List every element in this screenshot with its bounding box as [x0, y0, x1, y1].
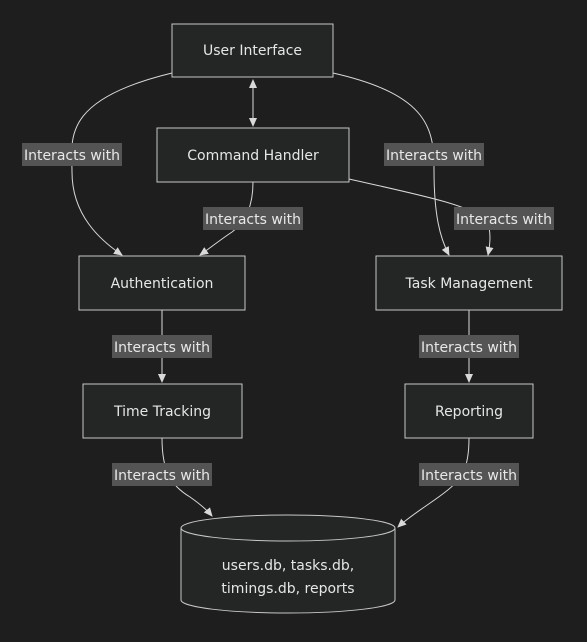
node-task-management: Task Management [375, 255, 563, 311]
svg-text:Interacts with: Interacts with [24, 148, 120, 164]
node-reporting-label: Reporting [435, 404, 503, 420]
edge-label-authentication-time-tracking: Interacts with [112, 335, 212, 358]
edge-reporting-storage [397, 437, 470, 528]
node-authentication: Authentication [78, 255, 246, 311]
node-time-tracking-label: Time Tracking [113, 404, 211, 420]
node-user-interface: User Interface [171, 23, 334, 78]
svg-text:Interacts with: Interacts with [114, 340, 210, 356]
edge-label-command-handler-task-management: Interacts with [454, 207, 554, 230]
node-time-tracking: Time Tracking [82, 383, 243, 439]
storage-label-line1: users.db, tasks.db, [222, 558, 354, 574]
node-storage-database: users.db, tasks.db, timings.db, reports [180, 514, 396, 614]
edge-labels: Interacts with Interacts with Interacts … [22, 143, 554, 486]
svg-text:Interacts with: Interacts with [386, 148, 482, 164]
svg-text:Interacts with: Interacts with [114, 468, 210, 484]
edge-label-ui-authentication: Interacts with [22, 143, 122, 166]
edge-label-reporting-storage: Interacts with [419, 463, 519, 486]
node-command-handler-label: Command Handler [187, 148, 319, 164]
edge-label-ui-task-management: Interacts with [384, 143, 484, 166]
node-user-interface-label: User Interface [203, 43, 302, 59]
edge-label-task-management-reporting: Interacts with [419, 335, 519, 358]
edge-label-time-tracking-storage: Interacts with [112, 463, 212, 486]
node-authentication-label: Authentication [111, 276, 214, 292]
storage-label-line2: timings.db, reports [221, 581, 354, 597]
svg-text:Interacts with: Interacts with [421, 468, 517, 484]
svg-text:Interacts with: Interacts with [421, 340, 517, 356]
svg-text:Interacts with: Interacts with [205, 212, 301, 228]
database-icon [180, 514, 396, 614]
node-command-handler: Command Handler [156, 127, 350, 183]
node-reporting: Reporting [404, 383, 534, 439]
node-task-management-label: Task Management [405, 276, 533, 292]
edge-command-handler-authentication [199, 181, 254, 256]
edge-label-command-handler-authentication: Interacts with [203, 207, 303, 230]
edge-time-tracking-storage [161, 437, 213, 517]
edge-ui-authentication [71, 72, 173, 256]
svg-text:Interacts with: Interacts with [456, 212, 552, 228]
